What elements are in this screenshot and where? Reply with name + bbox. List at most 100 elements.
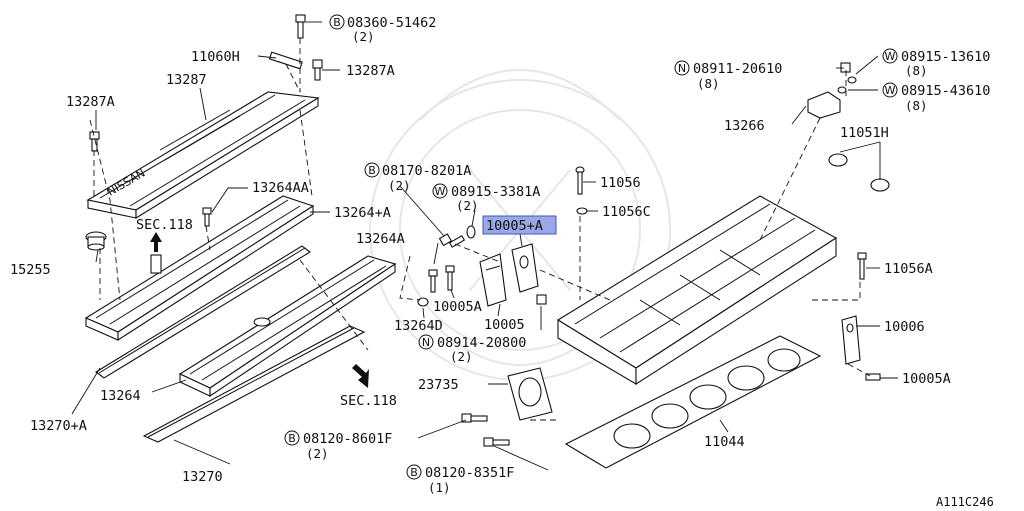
label-15255[interactable]: 15255	[10, 262, 51, 278]
svg-text:B: B	[410, 466, 418, 479]
label-11051H[interactable]: 11051H	[840, 125, 889, 141]
bolt-13287A-top[interactable]	[312, 59, 323, 81]
svg-text:N: N	[678, 62, 686, 75]
oil-cap-15255[interactable]	[85, 231, 107, 251]
gasket-13270[interactable]	[142, 325, 366, 443]
label-13270-plus-a[interactable]: 13270+A	[30, 418, 87, 434]
arrow-sec118-down	[352, 364, 369, 388]
bracket-10005-plus-a[interactable]	[511, 243, 539, 293]
label-11056A[interactable]: 11056A	[884, 261, 933, 277]
washer-13264D[interactable]	[417, 297, 429, 307]
label-13266[interactable]: 13266	[724, 118, 765, 134]
label-23735[interactable]: 23735	[418, 377, 459, 393]
bolt-10005A-right[interactable]	[865, 373, 881, 381]
arrow-sec118-up	[150, 232, 162, 274]
label-08914-20800[interactable]: N 08914-20800 (2)	[418, 334, 526, 364]
label-08120-8601F[interactable]: B 08120-8601F (2)	[284, 430, 392, 461]
label-11056[interactable]: 11056	[600, 175, 641, 191]
svg-text:08170-8201A: 08170-8201A	[382, 163, 471, 179]
bolt-13287A-left[interactable]	[89, 131, 100, 152]
label-08915-13610[interactable]: W 08915-13610 (8)	[882, 48, 990, 78]
svg-text:(8): (8)	[697, 76, 720, 91]
label-08170-8201A[interactable]: B 08170-8201A (2)	[364, 162, 471, 193]
svg-text:08914-20800: 08914-20800	[437, 335, 526, 351]
washer-08915-13610[interactable]	[847, 76, 857, 84]
label-11060H[interactable]: 11060H	[191, 49, 240, 65]
pin-11056[interactable]	[575, 166, 585, 195]
svg-text:W: W	[885, 50, 896, 63]
bracket-11060H[interactable]	[268, 51, 303, 70]
bolt-10005A-mid[interactable]	[445, 265, 455, 291]
svg-text:08911-20610: 08911-20610	[693, 61, 782, 77]
bolt-08360-51462[interactable]	[295, 14, 306, 39]
svg-text:B: B	[288, 432, 296, 445]
svg-text:W: W	[435, 185, 446, 198]
label-13270[interactable]: 13270	[182, 469, 223, 485]
svg-text:08915-13610: 08915-13610	[901, 49, 990, 65]
cover-13264[interactable]	[178, 255, 397, 398]
label-13287A-left[interactable]: 13287A	[66, 94, 115, 110]
bolt-13264AA[interactable]	[202, 207, 212, 227]
highlight-box	[482, 215, 557, 235]
washer-08915-43610[interactable]	[837, 86, 847, 94]
label-10006[interactable]: 10006	[884, 319, 925, 335]
rocker-cover-13287[interactable]: NISSAN	[86, 91, 320, 219]
svg-text:(2): (2)	[306, 446, 329, 461]
label-11056C[interactable]: 11056C	[602, 204, 651, 220]
svg-text:B: B	[368, 164, 376, 177]
label-08915-43610[interactable]: W 08915-43610 (8)	[882, 82, 990, 113]
ring-11056C[interactable]	[576, 207, 588, 215]
label-13264A[interactable]: 13264A	[356, 231, 405, 247]
washer-08915-3381A[interactable]	[466, 225, 476, 239]
cap-13266[interactable]	[807, 91, 841, 119]
svg-text:(2): (2)	[450, 349, 473, 364]
svg-text:(2): (2)	[456, 198, 479, 213]
label-08915-3381A[interactable]: W 08915-3381A (2)	[432, 183, 540, 213]
bolt-13264A[interactable]	[428, 269, 438, 293]
bracket-23735[interactable]	[507, 367, 553, 421]
label-08120-8351F[interactable]: B 08120-8351F (1)	[406, 464, 514, 495]
assembly-dashed-lines	[89, 38, 871, 421]
nut-08911-20610[interactable]	[840, 62, 851, 73]
gasket-13264[interactable]	[95, 245, 311, 379]
svg-text:08120-8601F: 08120-8601F	[303, 431, 392, 447]
label-08360-51462[interactable]: B 08360-51462 (2)	[329, 14, 436, 44]
label-13264[interactable]: 13264	[100, 388, 141, 404]
svg-text:B: B	[333, 16, 341, 29]
svg-text:W: W	[885, 84, 896, 97]
svg-text:(8): (8)	[905, 63, 928, 78]
label-10005-plus-a[interactable]: 10005+A	[486, 218, 543, 234]
svg-text:(2): (2)	[352, 29, 375, 44]
label-13287[interactable]: 13287	[166, 72, 207, 88]
label-sec118-b[interactable]: SEC.118	[340, 393, 397, 409]
label-13287A-top[interactable]: 13287A	[346, 63, 395, 79]
label-13264AA[interactable]: 13264AA	[252, 180, 309, 196]
label-13264-plus-a[interactable]: 13264+A	[334, 205, 391, 221]
bracket-10005[interactable]	[479, 253, 507, 307]
nut-08914-20800[interactable]	[536, 294, 547, 305]
label-13264D[interactable]: 13264D	[394, 318, 443, 334]
bolt-08120-8351F[interactable]	[483, 437, 510, 447]
label-sec118-a[interactable]: SEC.118	[136, 217, 193, 233]
label-10005[interactable]: 10005	[484, 317, 525, 333]
cylinder-head[interactable]	[556, 195, 838, 386]
svg-text:(8): (8)	[905, 98, 928, 113]
bolt-08120-8601F[interactable]	[461, 413, 488, 423]
svg-text:N: N	[422, 336, 430, 349]
cover-13264-plus-a[interactable]	[84, 195, 315, 342]
label-11044[interactable]: 11044	[704, 434, 745, 450]
svg-text:08360-51462: 08360-51462	[347, 15, 436, 31]
svg-text:08915-43610: 08915-43610	[901, 83, 990, 99]
label-10005A-mid[interactable]: 10005A	[433, 299, 482, 315]
bracket-10006[interactable]	[841, 315, 861, 365]
svg-text:08120-8351F: 08120-8351F	[425, 465, 514, 481]
bolt-08170-8201A[interactable]	[438, 233, 466, 248]
bolt-11056A[interactable]	[857, 252, 867, 280]
label-10005A-right[interactable]: 10005A	[902, 371, 951, 387]
plug-11051H[interactable]	[828, 153, 890, 192]
svg-text:08915-3381A: 08915-3381A	[451, 184, 540, 200]
head-gasket-11044[interactable]	[564, 335, 822, 469]
label-08911-20610[interactable]: N 08911-20610 (8)	[674, 60, 782, 91]
